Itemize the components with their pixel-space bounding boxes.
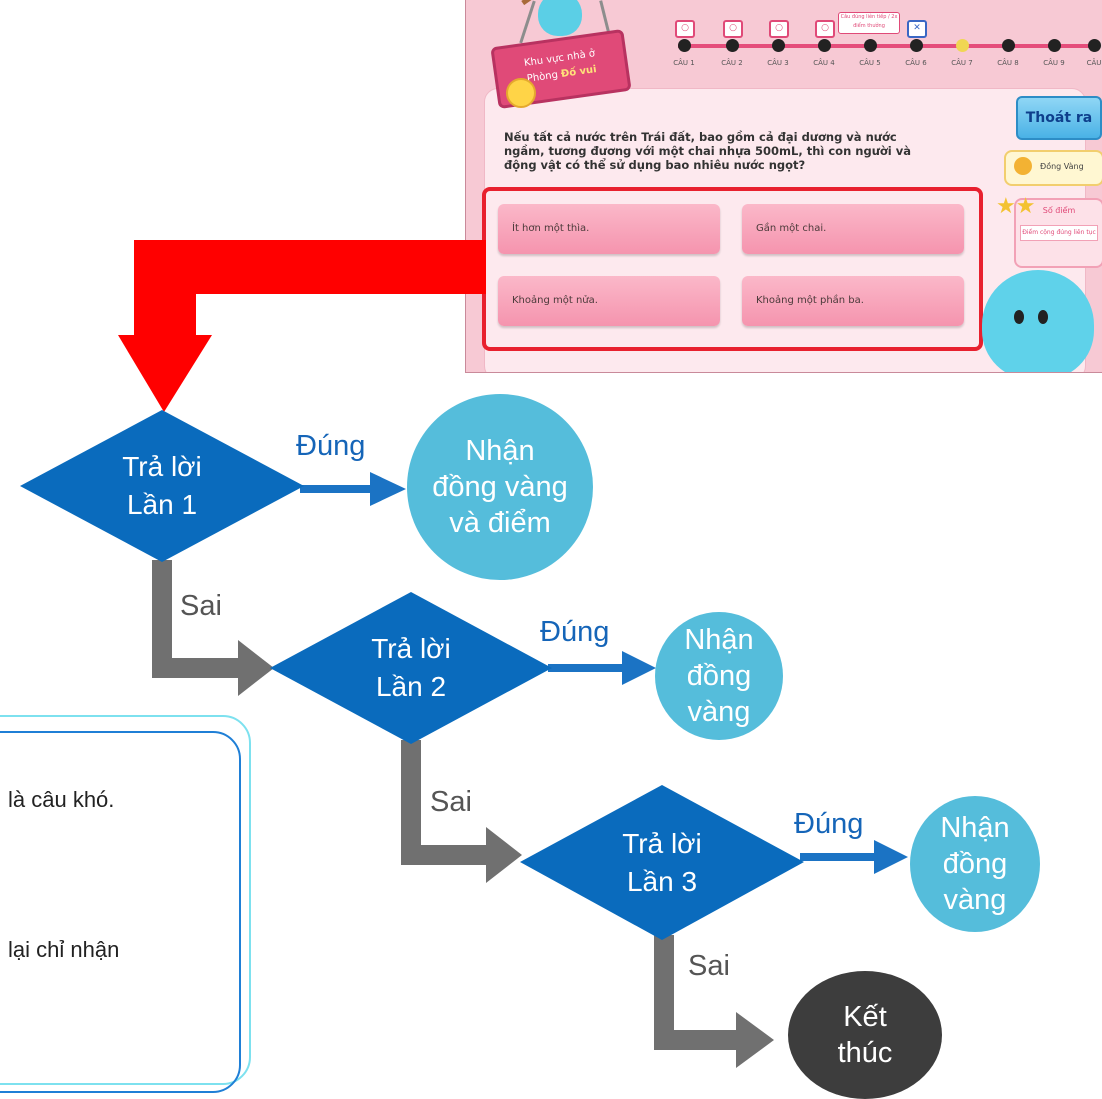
question-node-label: CÂU 5 bbox=[859, 59, 881, 67]
score-label: Số điểm bbox=[1042, 206, 1076, 215]
question-text: Nếu tất cả nước trên Trái đất, bao gồm c… bbox=[504, 130, 911, 172]
question-node-label: CÂU 2 bbox=[721, 59, 743, 67]
question-node bbox=[956, 39, 969, 52]
decision-attempt-1: Trả lời Lần 1 bbox=[20, 410, 304, 562]
wrong-label-3: Sai bbox=[688, 950, 730, 982]
note-line-1: là câu khó. bbox=[8, 787, 115, 812]
question-node bbox=[864, 39, 877, 52]
red-arrow bbox=[118, 240, 486, 412]
question-node bbox=[1088, 39, 1101, 52]
wrong-arrowhead-3 bbox=[736, 1012, 774, 1068]
decision-attempt-2-label: Trả lời Lần 2 bbox=[371, 633, 451, 702]
question-node-label: CÂU 1 bbox=[673, 59, 695, 67]
coin-icon bbox=[1014, 157, 1032, 175]
question-node bbox=[726, 39, 739, 52]
wrong-arrowhead-1 bbox=[238, 640, 274, 696]
answer-option-4[interactable]: Khoảng một phần ba. bbox=[742, 276, 964, 326]
streak-bonus-badge: Câu đúng liên tiếp / 2x điểm thưởng bbox=[838, 12, 900, 34]
correct-label-2: Đúng bbox=[540, 616, 610, 648]
question-node-label: CÂU bbox=[1086, 59, 1102, 67]
end-node: Kết thúc bbox=[788, 971, 942, 1099]
question-node-label: CÂU 9 bbox=[1043, 59, 1065, 67]
question-node bbox=[772, 39, 785, 52]
wrong-mark-icon: ✕ bbox=[907, 20, 927, 38]
correct-arrowhead-3 bbox=[874, 840, 908, 874]
water-droplet-mascot-icon bbox=[982, 270, 1094, 372]
wrong-arrow-1 bbox=[152, 560, 242, 678]
wrong-arrow-3 bbox=[654, 935, 740, 1050]
lightbulb-icon bbox=[506, 78, 536, 108]
score-panel: Số điểm Điểm cộng đúng liên tục bbox=[1014, 198, 1102, 268]
wrong-label-2: Sai bbox=[430, 786, 472, 818]
outcome-coins-2: Nhận đồng vàng bbox=[655, 612, 783, 740]
question-node bbox=[1048, 39, 1061, 52]
question-node-label: CÂU 6 bbox=[905, 59, 927, 67]
answer-option-3[interactable]: Khoảng một nửa. bbox=[498, 276, 720, 326]
game-screenshot: Khu vực nhà ở Phòng Đố vui Câu đúng liên… bbox=[465, 0, 1102, 373]
question-node bbox=[818, 39, 831, 52]
correct-arrowhead-1 bbox=[370, 472, 406, 506]
decision-attempt-3: Trả lời Lần 3 bbox=[520, 785, 804, 940]
question-node-label: CÂU 4 bbox=[813, 59, 835, 67]
question-node bbox=[1002, 39, 1015, 52]
correct-label-3: Đúng bbox=[794, 808, 864, 840]
correct-label-1: Đúng bbox=[296, 430, 366, 462]
answered-mark-icon: ○ bbox=[769, 20, 789, 38]
answered-mark-icon: ○ bbox=[723, 20, 743, 38]
decision-attempt-2: Trả lời Lần 2 bbox=[270, 592, 552, 744]
question-node bbox=[910, 39, 923, 52]
question-node-label: CÂU 3 bbox=[767, 59, 789, 67]
outcome-coins-3: Nhận đồng vàng bbox=[910, 796, 1040, 932]
bonus-points-label: Điểm cộng đúng liên tục bbox=[1020, 225, 1098, 241]
note-box bbox=[0, 731, 241, 1093]
note-line-2: lại chỉ nhận bbox=[8, 937, 120, 962]
wrong-arrow-2 bbox=[401, 740, 490, 865]
water-mascot-icon bbox=[538, 0, 582, 36]
outcome-coins-and-points: Nhận đồng vàng và điểm bbox=[407, 394, 593, 580]
stars-icon: ★★ bbox=[996, 194, 1036, 219]
wrong-arrowhead-2 bbox=[486, 827, 522, 883]
answered-mark-icon: ○ bbox=[675, 20, 695, 38]
decision-attempt-3-label: Trả lời Lần 3 bbox=[622, 827, 702, 897]
answer-option-2[interactable]: Gần một chai. bbox=[742, 204, 964, 254]
exit-button[interactable]: Thoát ra bbox=[1016, 96, 1102, 140]
note-box-outline bbox=[0, 715, 251, 1085]
correct-arrowhead-2 bbox=[622, 651, 656, 685]
question-node-label: CÂU 8 bbox=[997, 59, 1019, 67]
wrong-label-1: Sai bbox=[180, 590, 222, 622]
answered-mark-icon: ○ bbox=[815, 20, 835, 38]
decision-attempt-1-label: Trả lời Lần 1 bbox=[122, 451, 202, 520]
question-node-label: CÂU 7 bbox=[951, 59, 973, 67]
question-node bbox=[678, 39, 691, 52]
question-progress-track bbox=[678, 44, 1098, 48]
answer-option-1[interactable]: Ít hơn một thìa. bbox=[498, 204, 720, 254]
